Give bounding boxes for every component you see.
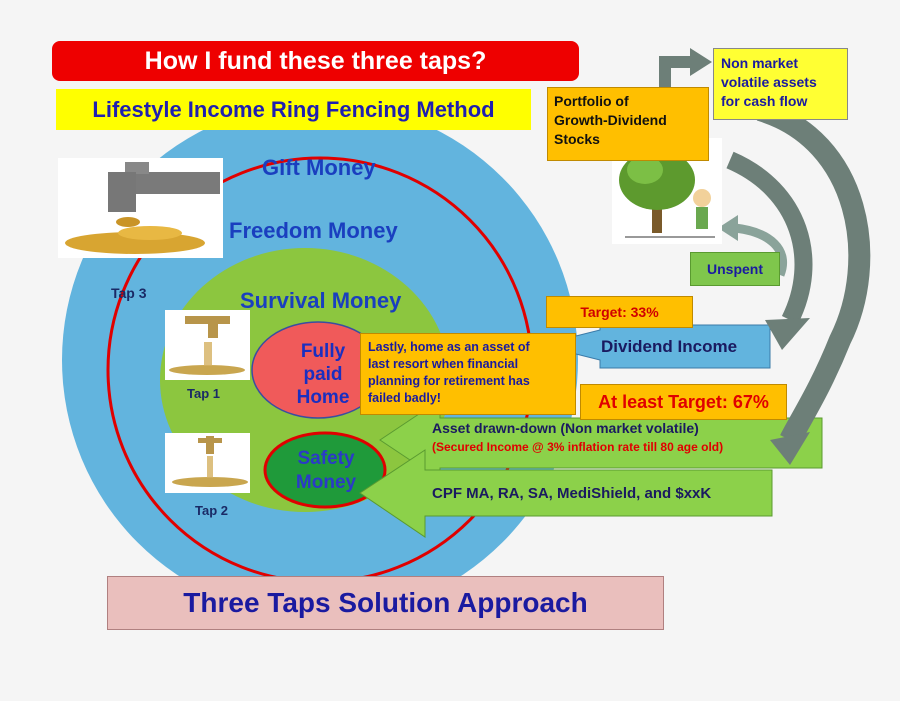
home-label: Fully paid Home — [278, 340, 368, 409]
curved-arrow-right — [756, 99, 871, 446]
tap3-label: Tap 3 — [111, 285, 147, 301]
up-arrow-nonmarket — [659, 56, 690, 90]
asset-drawdown-label: Asset drawn-down (Non market volatile) — [432, 420, 699, 436]
curved-arrow-right-head — [770, 432, 810, 465]
safety-label: Safety Money — [280, 447, 372, 495]
cpf-label: CPF MA, RA, SA, MediShield, and $xxK — [432, 485, 712, 502]
safety-label-line: Money — [295, 472, 357, 493]
unspent-arrow — [734, 223, 788, 277]
portfolio-line: Growth-Dividend — [554, 112, 667, 128]
tap1-label: Tap 1 — [187, 386, 220, 401]
portfolio-line: Portfolio of — [554, 93, 629, 109]
nonmarket-box: Non market volatile assets for cash flow — [713, 48, 848, 120]
nonmarket-line: for cash flow — [721, 93, 808, 109]
home-note-line: last resort when financial — [368, 357, 519, 371]
safety-label-line: Safety — [297, 448, 355, 469]
home-note-line: planning for retirement has — [368, 374, 530, 388]
freedom-money-label: Freedom Money — [229, 218, 398, 243]
dividend-income-label: Dividend Income — [601, 337, 738, 356]
unspent-arrow-head — [718, 215, 738, 241]
target-33-box: Target: 33% — [546, 296, 693, 328]
tap2-label: Tap 2 — [195, 503, 228, 518]
curved-arrow-mid-head — [765, 318, 810, 350]
tap1-image — [165, 310, 250, 380]
curved-arrow-mid — [726, 151, 813, 325]
cpf-arrow — [359, 449, 773, 538]
home-label-line: Fully — [300, 341, 346, 362]
portfolio-line: Stocks — [554, 131, 600, 147]
survival-money-label: Survival Money — [240, 288, 402, 313]
unspent-box: Unspent — [690, 252, 780, 286]
target-67-box: At least Target: 67% — [580, 384, 787, 420]
gift-money-label: Gift Money — [262, 155, 376, 180]
dividend-income-arrow — [539, 321, 771, 369]
home-note-box: Lastly, home as an asset of last resort … — [360, 333, 576, 415]
title-banner: How I fund these three taps? — [52, 41, 579, 81]
secured-income-label: (Secured Income @ 3% inflation rate till… — [432, 440, 724, 454]
home-label-line: paid — [303, 364, 343, 385]
up-arrow-head — [690, 48, 712, 76]
home-note-line: Lastly, home as an asset of — [368, 340, 530, 354]
safety-money-circle — [263, 431, 387, 509]
home-note-line: failed badly! — [368, 391, 441, 405]
nonmarket-line: Non market — [721, 55, 799, 71]
portfolio-box: Portfolio of Growth-Dividend Stocks — [547, 87, 709, 161]
subtitle-banner: Lifestyle Income Ring Fencing Method — [56, 89, 531, 130]
nonmarket-line: volatile assets — [721, 74, 817, 90]
tap2-image — [165, 433, 250, 493]
tap3-image — [58, 158, 223, 258]
bottom-banner: Three Taps Solution Approach — [107, 576, 664, 630]
home-label-line: Home — [296, 387, 350, 408]
